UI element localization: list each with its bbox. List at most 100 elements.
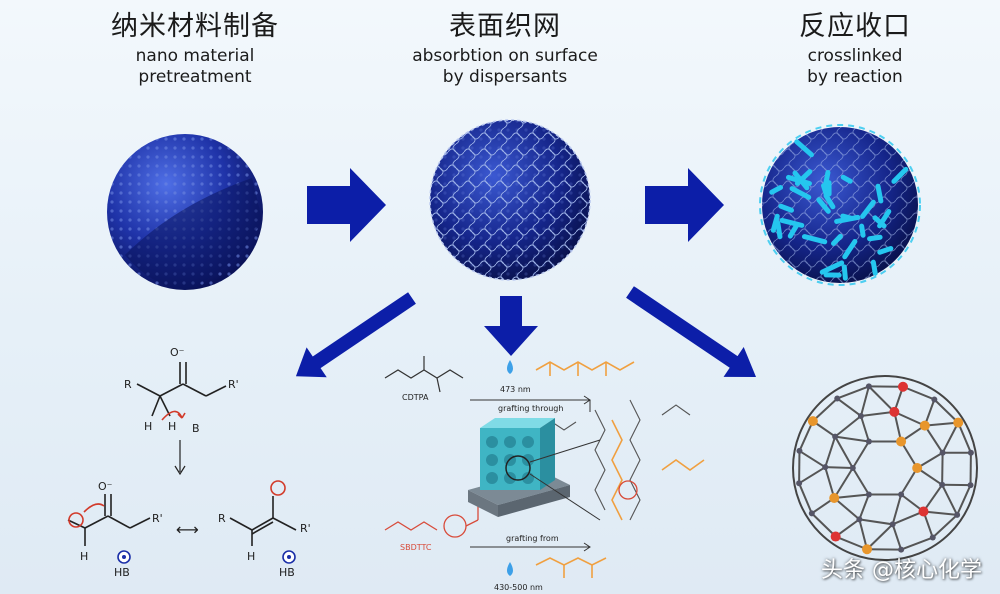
arrows-branch: [295, 286, 757, 378]
arrow-step1-to-step2: [307, 168, 386, 242]
cage-atom: [939, 481, 946, 488]
cage-bond: [798, 466, 826, 485]
cage-atom: [918, 506, 929, 517]
crosslink-rod: [842, 238, 858, 260]
cage-bond: [923, 425, 944, 454]
step3-title-en-line2: by reaction: [807, 67, 903, 87]
cage-bond: [893, 411, 903, 442]
svg-text:SBDTTC: SBDTTC: [400, 543, 432, 552]
cage-bond: [858, 519, 868, 550]
svg-text:⟷: ⟷: [176, 520, 199, 539]
cage-bond: [916, 467, 943, 486]
cage-bond: [833, 467, 854, 499]
cage-bond: [956, 484, 972, 516]
cage-bond: [932, 514, 958, 539]
crosslink-rod: [770, 213, 780, 233]
step3-title-zh: 反应收口: [799, 11, 911, 42]
cage-atom: [929, 534, 936, 541]
cage-atom: [849, 465, 856, 471]
cage-bond: [891, 494, 903, 525]
cage-atom: [896, 436, 907, 447]
enolate-labels: R R' O⁻ H H B O⁻ R' H HB R R' H HB ⟷: [80, 346, 311, 579]
arrow-down-center: [484, 296, 538, 356]
svg-text:R: R: [218, 512, 226, 525]
svg-text:HB: HB: [114, 566, 130, 579]
cage-bond: [900, 536, 934, 551]
cage-bond: [868, 385, 896, 413]
step1-title-en-line2: pretreatment: [138, 67, 252, 87]
svg-text:B: B: [192, 422, 200, 435]
nano-sphere-crosslinked: [759, 124, 921, 286]
crosslink-rod: [779, 217, 805, 228]
cage-atom: [919, 420, 930, 431]
cage-atom: [822, 464, 829, 471]
svg-text:H: H: [80, 550, 88, 563]
cage-bond: [900, 440, 919, 469]
arrow-diag-right: [626, 286, 757, 377]
crosslink-rod: [794, 139, 815, 158]
crosslink-rod: [877, 245, 894, 255]
crosslink-rod: [870, 259, 878, 276]
crosslink-rods: [769, 139, 909, 281]
cage-atom: [967, 482, 974, 489]
step2-title-zh: 表面织网: [449, 11, 561, 42]
crosslink-rod: [831, 233, 843, 246]
cage-bond: [923, 510, 958, 516]
cage-atom: [931, 396, 938, 403]
crosslink-rod: [860, 199, 876, 219]
cage-bond: [834, 415, 862, 438]
crosslink-rod: [821, 183, 829, 198]
cage-atom: [865, 491, 872, 498]
cage-bond: [824, 466, 836, 499]
cage-bond: [859, 518, 893, 526]
cage-bond: [924, 421, 959, 427]
step2-title-en-line2: by dispersants: [442, 67, 568, 87]
cage-atom: [939, 449, 946, 456]
cage-bond: [900, 467, 919, 496]
cage-atom: [808, 510, 815, 517]
cage-bond: [798, 450, 826, 469]
cage-bond: [835, 435, 870, 443]
cage-atom: [796, 480, 803, 487]
cage-bond: [933, 398, 959, 424]
cage-atom: [889, 406, 900, 417]
svg-text:H: H: [144, 420, 152, 433]
cage-bond: [892, 510, 924, 526]
crosslink-rod: [872, 215, 887, 229]
arrow-step2-to-step3: [645, 168, 724, 242]
cage-bond: [851, 440, 870, 469]
svg-text:473 nm: 473 nm: [500, 385, 531, 394]
svg-text:R': R': [300, 522, 311, 535]
cage-bond: [811, 512, 837, 538]
crosslink-rod: [841, 264, 848, 281]
crosslink-rod: [778, 203, 795, 213]
cage-bond: [798, 482, 813, 514]
cage-bond: [893, 410, 926, 427]
cage-atom: [897, 381, 908, 392]
cage-bond: [866, 523, 894, 550]
cage-bond: [941, 422, 960, 454]
crosslink-rod: [875, 183, 884, 204]
cage-bond: [824, 436, 837, 468]
step1-title-en-line1: nano material: [135, 46, 255, 66]
svg-text:R: R: [124, 378, 132, 391]
svg-text:H: H: [168, 420, 176, 433]
crosslink-rod: [891, 166, 909, 184]
crosslink-rod: [867, 234, 883, 242]
cage-atom: [898, 546, 905, 553]
cage-bond: [858, 494, 870, 520]
svg-text:O⁻: O⁻: [98, 480, 113, 493]
cage-atom: [862, 544, 873, 555]
cage-atom: [857, 412, 864, 419]
cage-atom: [796, 447, 803, 454]
svg-text:grafting through: grafting through: [498, 404, 563, 413]
porous-template: [468, 418, 601, 521]
nano-sphere-bare: [107, 134, 263, 290]
cage-atom: [912, 463, 923, 473]
svg-text:HB: HB: [279, 566, 295, 579]
cage-bond: [825, 466, 853, 469]
cage-outline: [792, 375, 978, 561]
cage-bond: [835, 535, 868, 551]
cage-bond: [902, 385, 935, 401]
crosslink-rod: [769, 184, 784, 195]
